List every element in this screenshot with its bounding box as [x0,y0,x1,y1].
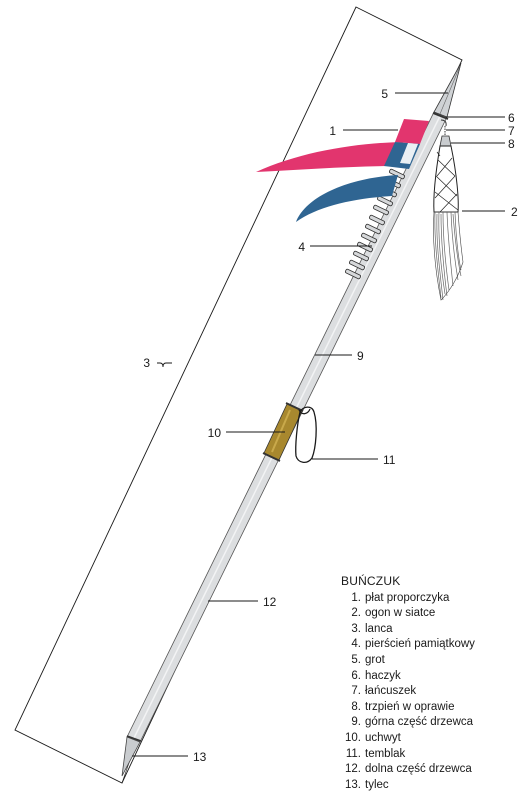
legend-item-number: 3. [351,622,361,635]
callout-2: 2 [511,205,518,219]
legend-item: 2. ogon w siatce [341,606,526,622]
spearhead-ridge [439,65,461,115]
pin-mount [439,135,452,147]
legend-item-number: 2. [351,607,361,620]
callout-1: 1 [329,124,336,138]
legend-item-number: 6. [351,669,361,682]
legend-item: 10. uchwyt [341,731,526,747]
legend-item: 6. haczyk [341,669,526,685]
legend-item: 9. górna część drzewca [341,715,526,731]
legend-item-text: grot [365,653,385,666]
legend-item: 4. pierścień pamiątkowy [341,637,526,653]
hook [440,119,447,127]
tail-net [433,145,459,213]
callout-10: 10 [208,426,222,440]
callout-11: 11 [383,453,396,467]
legend-item-number: 11. [345,747,361,760]
callout-numbers: 1 2 3 4 5 6 7 8 9 10 11 12 13 [143,87,518,764]
tail-horsehair [434,211,462,301]
legend-item: 11. temblak [341,747,526,763]
grip-ring-bottom [262,452,281,462]
callout-8: 8 [508,137,515,151]
legend-item-number: 7. [351,685,361,698]
pennant-pink [256,142,403,172]
callout-5: 5 [381,87,388,101]
legend-item-text: tylec [365,778,389,791]
legend-item-text: ogon w siatce [365,607,436,620]
leader-lines [132,92,505,757]
legend-title: BUŃCZUK [341,574,401,588]
callout-12: 12 [263,595,277,609]
legend-item-number: 13. [345,778,361,791]
callout-13: 13 [193,750,207,764]
butt-cap [121,736,141,777]
butt-ring [126,735,142,742]
pennant-pink-head [395,119,429,144]
legend-item: 7. łańcuszek [341,684,526,700]
wrist-strap-knot [298,408,311,415]
legend-item-text: trzpień w oprawie [365,700,455,713]
callout-6: 6 [508,111,515,125]
legend-item-number: 9. [351,716,361,729]
wrist-strap [295,406,317,463]
legend-item-text: haczyk [365,669,401,682]
legend-item-number: 1. [351,591,361,604]
callout-3: 3 [143,356,150,370]
callout-7: 7 [508,124,515,138]
legend-item: 1. płat proporczyka [341,591,526,607]
legend-item-text: uchwyt [365,731,401,744]
tail-net-mesh [434,151,459,213]
callout-9: 9 [357,349,364,363]
grip-highlight [271,409,291,453]
legend-item-text: łańcuszek [365,685,417,698]
legend-item: 8. trzpień w oprawie [341,700,526,716]
pennant-blue [296,175,398,222]
legend-item-text: dolna część drzewca [365,763,472,776]
legend-item-number: 12. [345,763,361,776]
legend-item-text: górna część drzewca [365,716,474,729]
legend: BUŃCZUK 1. płat proporczyka 2. ogon w siat… [341,574,526,793]
legend-item: 12. dolna część drzewca [341,762,526,778]
callout-4: 4 [298,240,305,254]
spearhead [433,62,462,118]
legend-list: 1. płat proporczyka 2. ogon w siatce 3. lan… [341,591,526,793]
legend-item-text: płat proporczyka [365,591,450,604]
pennant-white-band [400,143,418,164]
legend-item: 5. grot [341,653,526,669]
legend-item-number: 5. [351,653,361,666]
legend-item-text: temblak [365,747,406,760]
legend-item-number: 4. [351,638,361,651]
tail-outline [433,211,464,301]
legend-item: 3. lanca [341,622,526,638]
legend-item-number: 10. [345,731,361,744]
legend-item-number: 8. [351,700,361,713]
legend-item-text: lanca [365,622,393,635]
legend-item-text: pierścień pamiątkowy [365,638,475,651]
grip-ring-top [285,402,304,412]
legend-item: 13. tylec [341,778,526,793]
spearhead-collar [432,112,449,120]
